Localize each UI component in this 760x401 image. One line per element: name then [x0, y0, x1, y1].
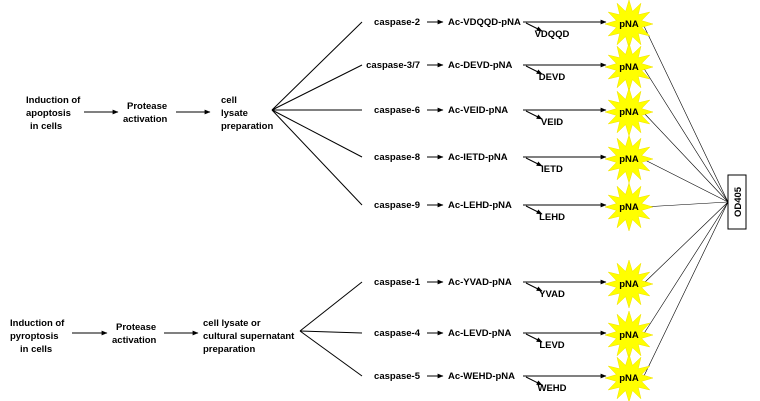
- svg-text:cell lysate or: cell lysate or: [203, 318, 261, 329]
- apoptosis-preparation-label: cell lysate preparation: [221, 95, 273, 132]
- readout-line: [642, 201, 729, 285]
- svg-text:apoptosis: apoptosis: [26, 108, 71, 119]
- apoptosis-activation-label: Protease activation: [123, 101, 168, 125]
- caspase-label: caspase-3/7: [366, 60, 420, 71]
- peptide-arrow: [525, 282, 543, 292]
- branch-line: [299, 330, 363, 334]
- svg-text:Induction of: Induction of: [26, 95, 81, 106]
- peptide-arrow: [525, 333, 543, 343]
- peptide-arrow: [525, 376, 543, 386]
- pna-star-icon: [604, 353, 654, 401]
- branch-line: [271, 64, 363, 111]
- pyroptosis-preparation-label: cell lysate or cultural supernatant prep…: [203, 318, 295, 355]
- od405-box: OD405: [727, 174, 747, 230]
- pyroptosis-activation-label: Protease activation: [112, 322, 157, 346]
- caspase-label: caspase-4: [374, 328, 421, 339]
- pna-label: pNA: [619, 279, 639, 290]
- svg-text:activation: activation: [123, 114, 168, 125]
- readout-line: [642, 66, 729, 203]
- svg-text:lysate: lysate: [221, 108, 248, 119]
- caspase-label: caspase-1: [374, 277, 421, 288]
- peptide-label: VDQQD: [535, 29, 570, 40]
- readout-line: [642, 158, 729, 203]
- branch-line: [271, 21, 363, 111]
- pna-label: pNA: [619, 62, 639, 73]
- substrate-label: Ac-YVAD-pNA: [448, 277, 512, 288]
- svg-text:OD405: OD405: [733, 186, 744, 217]
- svg-text:cultural supernatant: cultural supernatant: [203, 331, 295, 342]
- pyroptosis-induction-label: Induction of pyroptosis in cells: [10, 318, 65, 355]
- peptide-label: YVAD: [539, 289, 565, 300]
- caspase-label: caspase-5: [374, 371, 421, 382]
- substrate-label: Ac-VEID-pNA: [448, 105, 508, 116]
- peptide-arrow: [525, 205, 543, 215]
- substrate-label: Ac-LEVD-pNA: [448, 328, 511, 339]
- pna-label: pNA: [619, 154, 639, 165]
- svg-text:activation: activation: [112, 335, 157, 346]
- branch-line: [271, 109, 363, 206]
- svg-text:Protease: Protease: [127, 101, 167, 112]
- readout-line: [642, 111, 729, 203]
- readout-line: [642, 201, 729, 336]
- peptide-label: DEVD: [539, 72, 566, 83]
- peptide-arrow: [525, 157, 543, 167]
- pna-label: pNA: [619, 107, 639, 118]
- peptide-label: LEVD: [539, 340, 564, 351]
- svg-text:in cells: in cells: [20, 344, 52, 355]
- peptide-arrow: [525, 65, 543, 75]
- branch-line: [299, 281, 363, 332]
- pna-label: pNA: [619, 202, 639, 213]
- peptide-label: LEHD: [539, 212, 565, 223]
- readout-line: [642, 201, 729, 208]
- caspase-label: caspase-9: [374, 200, 420, 211]
- pna-label: pNA: [619, 19, 639, 30]
- readout-line: [642, 201, 729, 379]
- pna-label: pNA: [619, 373, 639, 384]
- readout-line: [642, 23, 729, 203]
- peptide-arrow: [525, 110, 543, 120]
- pna-star-icon: [604, 182, 654, 232]
- substrate-label: Ac-WEHD-pNA: [448, 371, 515, 382]
- substrate-label: Ac-LEHD-pNA: [448, 200, 512, 211]
- peptide-label: WEHD: [537, 383, 566, 394]
- substrate-label: Ac-VDQQD-pNA: [448, 17, 521, 28]
- pna-label: pNA: [619, 330, 639, 341]
- pna-star-icon: [604, 259, 654, 309]
- substrate-label: Ac-IETD-pNA: [448, 152, 508, 163]
- svg-text:pyroptosis: pyroptosis: [10, 331, 59, 342]
- svg-text:Protease: Protease: [116, 322, 156, 333]
- branch-line: [271, 109, 363, 158]
- substrate-label: Ac-DEVD-pNA: [448, 60, 513, 71]
- peptide-arrow: [525, 22, 543, 32]
- apoptosis-induction-label: Induction of apoptosis in cells: [26, 95, 81, 132]
- caspase-label: caspase-6: [374, 105, 420, 116]
- svg-text:cell: cell: [221, 95, 237, 106]
- peptide-label: VEID: [541, 117, 563, 128]
- branch-line: [299, 330, 363, 377]
- svg-text:preparation: preparation: [203, 344, 255, 355]
- svg-text:preparation: preparation: [221, 121, 273, 132]
- svg-text:in cells: in cells: [30, 121, 62, 132]
- caspase-label: caspase-8: [374, 152, 420, 163]
- caspase-label: caspase-2: [374, 17, 420, 28]
- peptide-label: IETD: [541, 164, 563, 175]
- svg-text:Induction of: Induction of: [10, 318, 65, 329]
